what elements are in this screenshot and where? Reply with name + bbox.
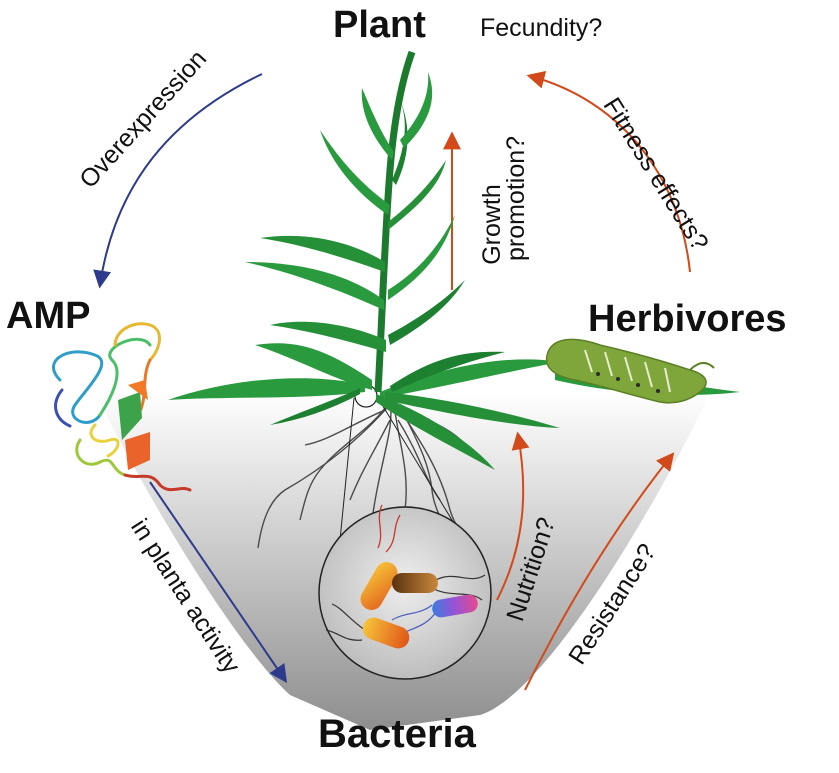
- fitness-arrow: [526, 71, 691, 273]
- amp-protein-structure: [52, 322, 192, 492]
- nutrition-arrow: [496, 431, 530, 601]
- in-planta-arrow: [149, 481, 288, 683]
- plant-illustration: [168, 50, 740, 470]
- amp-label: AMP: [6, 295, 91, 337]
- bacteria-label: Bacteria: [318, 712, 476, 756]
- herbivores-label: Herbivores: [588, 298, 787, 340]
- overexpression-arrow: [93, 73, 263, 289]
- caterpillar-illustration: [545, 338, 715, 404]
- bacteria-cells: [325, 504, 486, 649]
- promotion-label: promotion?: [502, 135, 531, 262]
- plant-label: Plant: [333, 4, 426, 46]
- fecundity-label: Fecundity?: [480, 14, 603, 42]
- resistance-arrow: [524, 452, 675, 691]
